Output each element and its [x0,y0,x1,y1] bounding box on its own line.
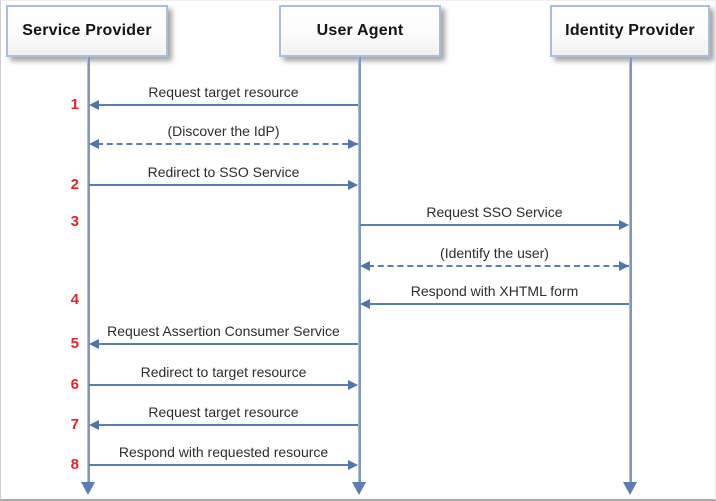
lifeline-sp [87,57,90,482]
lifeline-arrow-icon-sp [81,482,95,495]
message-label-2: (Discover the IdP) [167,123,280,139]
actor-box-idp: Identity Provider [550,5,710,57]
message-line-3 [89,184,350,186]
actor-label-ua: User Agent [316,22,404,39]
arrowhead-left-icon-6 [360,299,370,309]
lifeline-idp [629,57,632,482]
arrowhead-left-icon-1 [89,100,99,110]
message-label-3: Redirect to SSO Service [147,164,300,180]
arrowhead-left-icon-2 [89,139,99,149]
message-line-2 [97,143,358,145]
step-number-8: 8 [70,456,79,473]
message-line-5 [368,265,629,267]
arrowhead-left-icon-9 [89,420,99,430]
actor-box-ua: User Agent [279,5,441,57]
actor-label-idp: Identity Provider [565,22,695,39]
lifeline-arrow-icon-idp [623,482,637,495]
arrowhead-right-icon-5 [619,261,629,271]
step-number-7: 7 [70,416,79,433]
message-label-7: Request Assertion Consumer Service [107,323,340,339]
lifeline-ua [358,57,361,482]
arrowhead-right-icon-3 [348,180,358,190]
arrowhead-right-icon-10 [348,460,358,470]
message-label-10: Respond with requested resource [118,444,329,460]
message-label-5: (Identify the user) [440,245,549,261]
lifeline-arrow-icon-ua [352,482,366,495]
message-label-8: Redirect to target resource [140,364,307,380]
message-label-6: Respond with XHTML form [410,283,579,299]
message-line-6 [368,303,629,305]
message-label-1: Request target resource [148,84,299,100]
actor-label-sp: Service Provider [22,22,152,39]
message-label-4: Request SSO Service [426,204,563,220]
step-number-6: 6 [70,376,79,393]
message-line-4 [360,224,621,226]
message-line-9 [97,424,358,426]
arrowhead-right-icon-4 [619,220,629,230]
actor-box-sp: Service Provider [6,5,168,57]
arrowhead-right-icon-8 [348,380,358,390]
step-number-3: 3 [70,213,79,230]
step-number-4: 4 [70,291,79,308]
arrowhead-right-icon-2 [348,139,358,149]
arrowhead-left-icon-7 [89,339,99,349]
message-line-7 [97,343,358,345]
step-number-5: 5 [70,335,79,352]
arrowhead-left-icon-5 [360,261,370,271]
step-number-1: 1 [70,96,79,113]
step-number-2: 2 [70,176,79,193]
message-line-1 [97,104,358,106]
message-line-8 [89,384,350,386]
message-line-10 [89,464,350,466]
message-label-9: Request target resource [148,404,299,420]
